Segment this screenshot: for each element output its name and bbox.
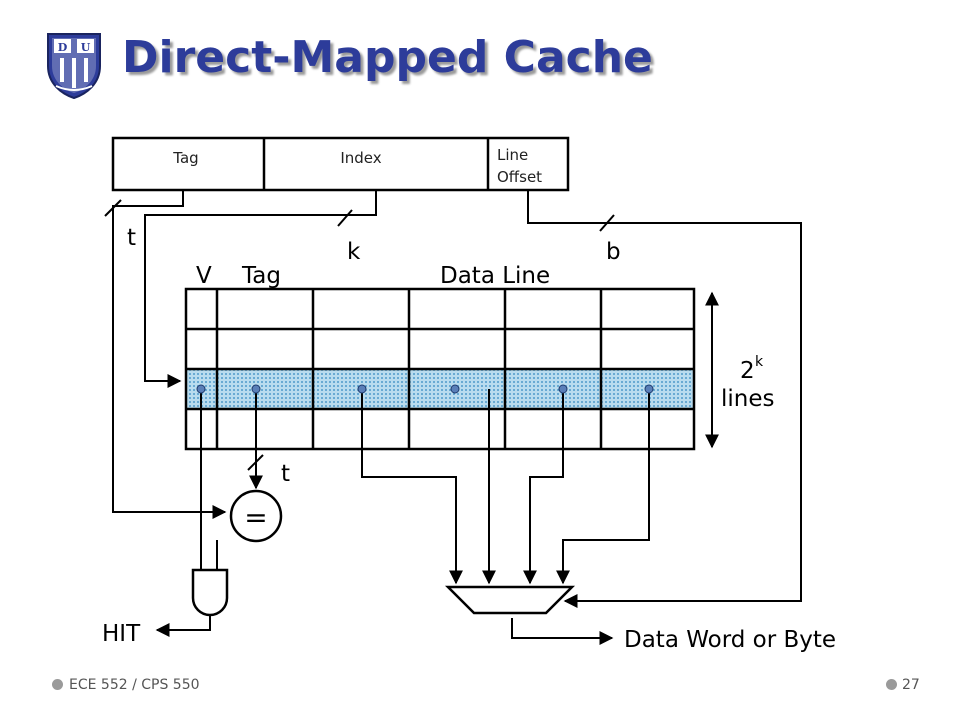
wires (104, 190, 802, 645)
university-crest-icon: D U (47, 33, 101, 100)
crest-letter-right: U (81, 41, 91, 54)
footer-bullet-right (886, 679, 897, 690)
comparator-symbol: = (244, 501, 267, 534)
hit-wire (155, 614, 211, 637)
tap-dot-word-3 (644, 384, 654, 394)
address-offset-field-line1: Line (497, 146, 528, 164)
address-tag-field: Tag (172, 149, 198, 167)
lines-count-exponent: k (755, 354, 764, 370)
offset-wire (527, 190, 802, 608)
and-gate (191, 568, 229, 617)
data-out-wire (511, 618, 614, 645)
lines-count-base: 2 (740, 358, 755, 384)
footer-course: ECE 552 / CPS 550 (69, 677, 200, 693)
address-box (111, 136, 570, 192)
column-header-valid: V (196, 263, 212, 289)
tap-dot-valid (196, 384, 206, 394)
data-multiplexer (444, 585, 576, 615)
address-register (111, 136, 570, 192)
tap-dot-tag (251, 384, 261, 394)
tap-dot-word-2 (558, 384, 568, 394)
address-index-field: Index (340, 149, 381, 167)
compare-width-slash (247, 454, 264, 471)
hit-output-label: HIT (102, 621, 141, 647)
address-tag-wire (112, 190, 227, 519)
data-word-0-wire (361, 389, 463, 585)
footer-bullet-left (52, 679, 63, 690)
footer-page-number: 27 (902, 677, 920, 693)
tap-dot-word-0 (357, 384, 367, 394)
index-width-slash (337, 209, 353, 227)
index-width-label: k (347, 239, 361, 265)
cache-array (184, 287, 696, 451)
tap-dots (196, 384, 654, 394)
selected-line-highlight (186, 369, 694, 409)
tap-dot-word-1 (450, 384, 460, 394)
page-title: Direct-Mapped Cache (122, 32, 653, 83)
index-wire (144, 190, 377, 388)
lines-count-word: lines (721, 386, 775, 412)
tag-comparator (229, 489, 283, 543)
tag-width-label: t (127, 225, 136, 251)
data-word-2-wire (523, 389, 564, 585)
tag-width-slash (104, 199, 122, 217)
data-word-3-wire (556, 389, 650, 585)
data-output-label: Data Word or Byte (624, 627, 836, 653)
address-offset-field-line2: Offset (497, 168, 542, 186)
compare-width-label: t (281, 461, 290, 487)
column-header-data-line: Data Line (440, 263, 550, 289)
crest-letter-left: D (58, 41, 68, 54)
column-header-tag: Tag (241, 263, 281, 289)
offset-width-slash (599, 214, 615, 232)
offset-width-label: b (606, 239, 621, 265)
